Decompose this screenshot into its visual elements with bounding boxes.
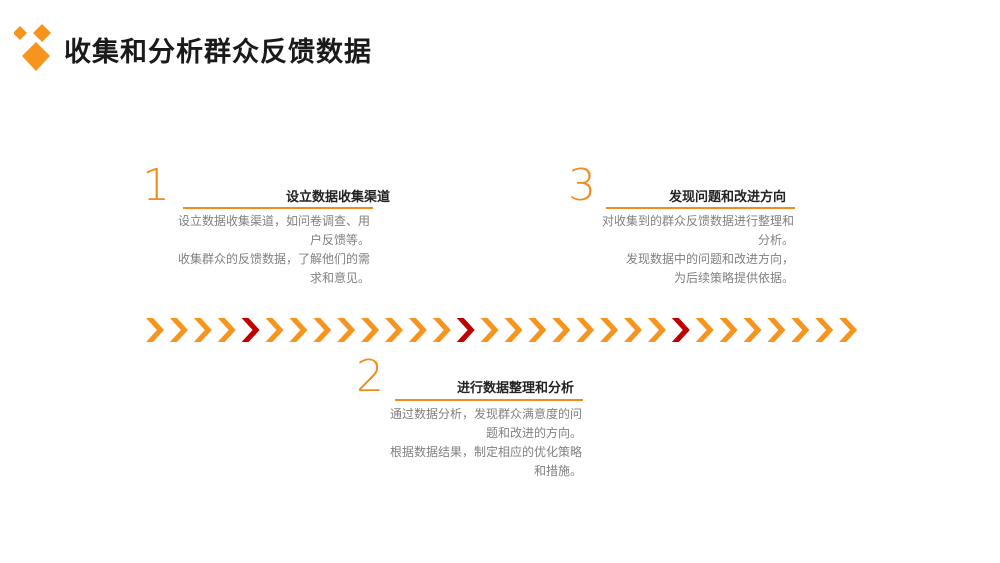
chevron-arrow-icon [313, 318, 332, 342]
chevron-arrow-icon [528, 318, 547, 342]
step-underline [395, 399, 583, 401]
desc-line: 为后续策略提供依据。 [673, 271, 794, 285]
chevron-arrow-icon [647, 318, 666, 342]
chevron-arrow-icon [289, 318, 308, 342]
chevron-arrow-icon [671, 318, 690, 342]
step-number: 1 [142, 160, 170, 211]
desc-line: 求和意见。 [309, 271, 370, 285]
chevron-arrow-icon [552, 318, 571, 342]
desc-line: 通过数据分析，发现群众满意度的问 [389, 407, 582, 421]
desc-line: 题和改进的方向。 [485, 426, 582, 440]
arrow-row [146, 318, 858, 342]
chevron-arrow-icon [193, 318, 212, 342]
chevron-arrow-icon [624, 318, 642, 342]
step-heading: 进行数据整理和分析 [456, 381, 574, 396]
chevron-arrow-icon [385, 318, 403, 342]
chevron-arrow-icon [408, 318, 427, 342]
step-description: 通过数据分析，发现群众满意度的问 题和改进的方向。 根据数据结果，制定相应的优化… [342, 405, 582, 481]
step-underline [606, 207, 795, 209]
chevron-arrow-icon [695, 318, 714, 342]
desc-line: 发现数据中的问题和改进方向， [625, 252, 794, 266]
chevron-arrow-icon [241, 318, 260, 342]
chevron-arrow-icon [432, 318, 451, 342]
chevron-arrow-icon [146, 318, 164, 342]
desc-line: 设立数据收集渠道，如问卷调查、用 [177, 214, 370, 228]
chevron-arrow-icon [743, 318, 762, 342]
desc-line: 户反馈等。 [309, 233, 370, 247]
desc-line: 对收集到的群众反馈数据进行整理和 [601, 214, 794, 228]
step-description: 对收集到的群众反馈数据进行整理和 分析。 发现数据中的问题和改进方向， 为后续策… [554, 212, 794, 288]
logo-icon [14, 24, 51, 71]
step-heading: 发现问题和改进方向 [668, 190, 786, 205]
step-heading: 设立数据收集渠道 [285, 190, 390, 205]
desc-line: 收集群众的反馈数据，了解他们的需 [177, 252, 370, 266]
desc-line: 分析。 [757, 233, 794, 247]
chevron-arrow-icon [839, 318, 858, 342]
chevron-arrow-icon [361, 318, 380, 342]
chevron-arrow-icon [767, 318, 786, 342]
chevron-arrow-icon [169, 318, 188, 342]
desc-line: 根据数据结果，制定相应的优化策略 [389, 445, 582, 459]
chevron-arrow-icon [337, 318, 356, 342]
chevron-arrow-icon [456, 318, 475, 342]
step-description: 设立数据收集渠道，如问卷调查、用 户反馈等。 收集群众的反馈数据，了解他们的需 … [140, 212, 370, 288]
chevron-arrow-icon [480, 318, 499, 342]
step-number: 2 [356, 351, 384, 402]
desc-line: 和措施。 [533, 464, 582, 478]
step-underline [183, 207, 373, 209]
chevron-arrow-icon [576, 318, 595, 342]
step-number: 3 [568, 160, 596, 211]
chevron-arrow-icon [719, 318, 738, 342]
chevron-arrow-icon [217, 318, 236, 342]
chevron-arrow-icon [600, 318, 619, 342]
chevron-arrow-icon [815, 318, 834, 342]
page-title: 收集和分析群众反馈数据 [64, 37, 372, 68]
chevron-arrow-icon [265, 318, 284, 342]
chevron-arrow-icon [791, 318, 810, 342]
chevron-arrow-icon [504, 318, 523, 342]
